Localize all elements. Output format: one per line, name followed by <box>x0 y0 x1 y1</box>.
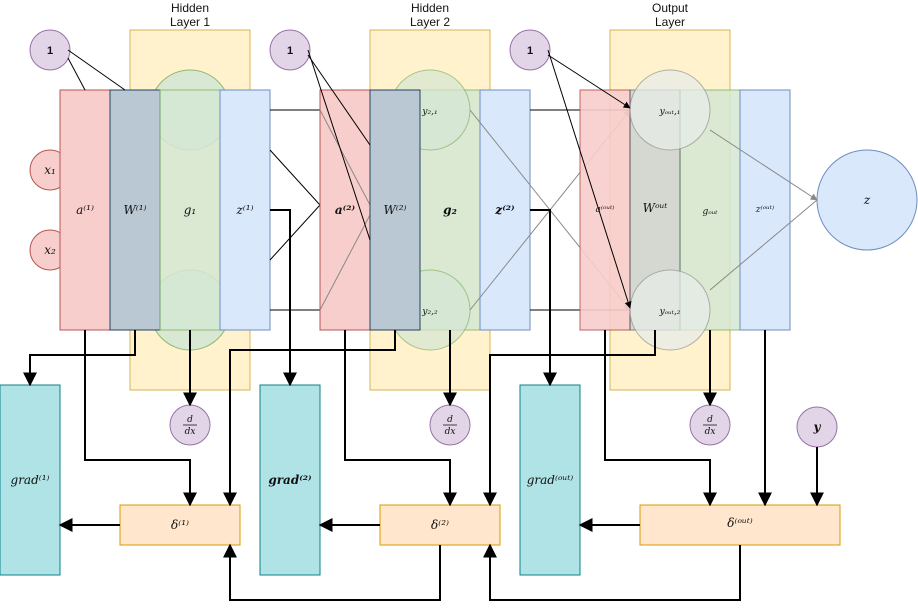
target-y-label: y <box>813 420 822 434</box>
grad-2-block <box>259 384 321 576</box>
output-neuron-1 <box>629 69 711 151</box>
output-y1-label: yₒᵤₜ,₁ <box>659 107 681 117</box>
hidden-layer-1-title-1: Hidden <box>171 1 209 15</box>
layer1-g-label: g₁ <box>184 203 197 217</box>
grad-out-label: grad⁽ᵒᵘᵗ⁾ <box>527 473 574 487</box>
grad-2-label: grad⁽²⁾ <box>268 473 312 487</box>
derivative-2-num: d <box>447 415 453 425</box>
bias-3-label: 1 <box>527 45 533 57</box>
layer2-z-label: z⁽²⁾ <box>494 203 515 217</box>
output-a-block <box>579 89 631 331</box>
hidden-layer-2-title-2: Layer 2 <box>410 15 450 29</box>
final-output-label: z <box>863 193 871 207</box>
layer2-y1-label: y₂,₁ <box>421 107 437 117</box>
derivative-1-den: dx <box>185 427 196 437</box>
output-neuron-2 <box>629 269 711 351</box>
grad-out-block <box>519 384 581 576</box>
output-g-label: gₒᵤₜ <box>702 207 718 217</box>
layer1-z-label: z⁽¹⁾ <box>235 203 253 217</box>
hidden-layer-1-title-2: Layer 1 <box>170 15 210 29</box>
derivative-1-num: d <box>187 415 193 425</box>
delta-1-block <box>119 504 241 546</box>
derivative-out-den: dx <box>705 427 716 437</box>
output-w-label: Wᵒᵘᵗ <box>643 201 668 215</box>
input-x2-label: x₂ <box>44 243 56 257</box>
bias-2-node <box>269 29 311 71</box>
bias-1-label: 1 <box>47 45 53 57</box>
input-x1-label: x₁ <box>44 163 56 177</box>
bias-2-label: 1 <box>287 45 293 57</box>
delta-1-label: δ⁽¹⁾ <box>171 518 189 532</box>
layer2-z-block <box>479 89 531 331</box>
layer2-y2-label: y₂,₂ <box>421 307 438 317</box>
delta-out-label: δ⁽ᵒᵘᵗ⁾ <box>727 516 753 530</box>
grad-1-block <box>0 384 61 576</box>
derivative-2-den: dx <box>445 427 456 437</box>
derivative-out-num: d <box>707 415 713 425</box>
layer2-w-label: W⁽²⁾ <box>383 203 406 217</box>
bias-1-node <box>29 29 71 71</box>
layer2-g-label: g₂ <box>443 203 457 217</box>
output-a-label: a⁽ᵒᵘᵗ⁾ <box>595 204 614 215</box>
output-layer-title-1: Output <box>652 1 689 15</box>
layer1-w-label: W⁽¹⁾ <box>123 203 146 217</box>
layer1-a-label: a⁽¹⁾ <box>76 203 94 217</box>
layer2-a-block <box>319 89 371 331</box>
delta-out-block <box>639 504 841 546</box>
output-z-label: z⁽ᵒᵘᵗ⁾ <box>755 204 774 215</box>
delta-2-label: δ⁽²⁾ <box>431 518 449 532</box>
output-layer-title-2: Layer <box>655 15 685 29</box>
grad-1-label: grad⁽¹⁾ <box>11 473 50 487</box>
layer1-z-block <box>219 89 271 331</box>
hidden-layer-2-title-1: Hidden <box>411 1 449 15</box>
bias-3-node <box>509 29 551 71</box>
layer2-a-label: a⁽²⁾ <box>335 203 356 217</box>
output-z-block <box>739 89 791 331</box>
output-y2-label: yₒᵤₜ,₂ <box>659 307 681 317</box>
